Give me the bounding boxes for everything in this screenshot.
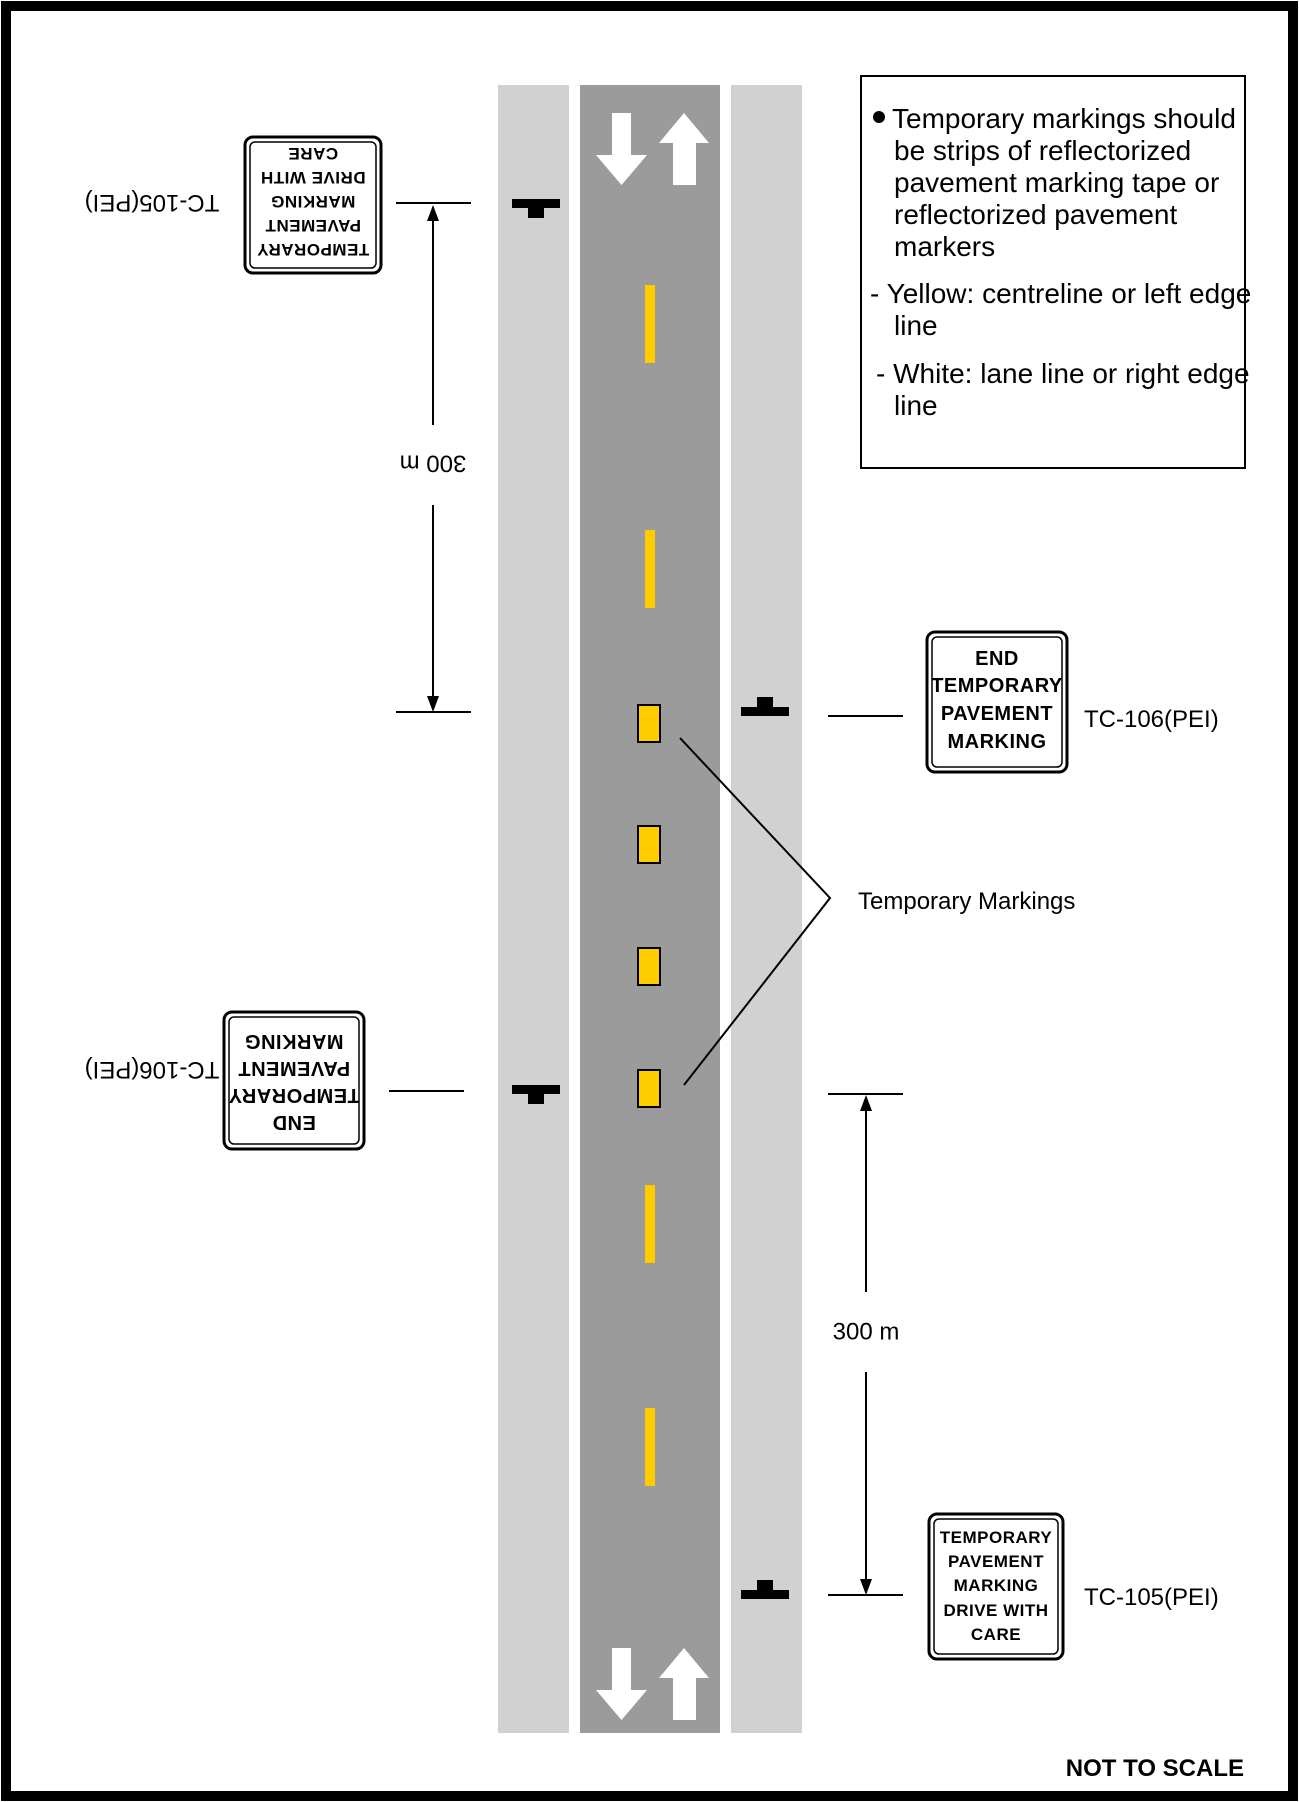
dimension-arrow-icon bbox=[427, 205, 439, 221]
sign-post-icon-right-upper bbox=[741, 697, 789, 716]
not-to-scale-label: NOT TO SCALE bbox=[1066, 1755, 1244, 1782]
note-line: reflectorized pavement bbox=[894, 199, 1177, 230]
temporary-marking bbox=[637, 947, 661, 986]
sign-line: MARKING bbox=[244, 1030, 343, 1052]
sign-right-upper: END TEMPORARY PAVEMENT MARKING bbox=[925, 630, 1069, 774]
dimension-arrow-icon bbox=[860, 1095, 872, 1111]
note-line: - White: lane line or right edge bbox=[876, 358, 1250, 389]
note-line: markers bbox=[894, 231, 995, 262]
sign-line: MARKING bbox=[954, 1576, 1039, 1595]
centreline-dash bbox=[645, 1408, 655, 1486]
sign-line: CARE bbox=[288, 144, 338, 163]
up-arrow-icon-bottom bbox=[659, 1648, 709, 1720]
centreline-dash bbox=[645, 530, 655, 608]
right-shoulder bbox=[731, 85, 802, 1733]
sign-line: DRIVE WITH bbox=[260, 168, 365, 187]
temporary-marking bbox=[637, 825, 661, 864]
up-arrow-icon-top bbox=[659, 113, 709, 185]
dimension-arrow-icon bbox=[427, 696, 439, 712]
sign-code-mid-left: TC-106(PEI) bbox=[85, 1056, 220, 1083]
sign-line: TEMPORARY bbox=[228, 1084, 360, 1106]
note-line: line bbox=[894, 310, 938, 341]
down-arrow-icon-top bbox=[596, 113, 647, 185]
centreline-dash bbox=[645, 285, 655, 363]
sign-line: END bbox=[975, 648, 1019, 670]
left-shoulder bbox=[498, 85, 569, 1733]
note-line: be strips of reflectorized bbox=[894, 135, 1191, 166]
down-arrow-icon-bottom bbox=[596, 1648, 647, 1720]
sign-plate bbox=[925, 630, 1069, 774]
sign-line: DRIVE WITH bbox=[943, 1601, 1048, 1620]
sign-line: PAVEMENT bbox=[238, 1057, 350, 1079]
dimension-arrow-icon bbox=[860, 1579, 872, 1595]
sign-post-icon-top-left bbox=[512, 199, 560, 218]
notes-frame bbox=[860, 75, 1246, 469]
sign-line: TEMPORARY bbox=[940, 1528, 1053, 1547]
sign-code-top-left: TC-105(PEI) bbox=[85, 189, 220, 216]
notes-box: Temporary markings should be strips of r… bbox=[860, 75, 1251, 469]
temporary-marking bbox=[637, 1069, 661, 1108]
sign-code-bottom-right: TC-105(PEI) bbox=[1084, 1584, 1219, 1611]
sign-line: MARKING bbox=[947, 731, 1046, 753]
sign-line: TEMPORARY bbox=[931, 675, 1063, 697]
sign-top-left: TEMPORARY PAVEMENT MARKING DRIVE WITH CA… bbox=[243, 135, 383, 275]
bullet-icon bbox=[873, 111, 885, 123]
sign-mid-left: END TEMPORARY PAVEMENT MARKING bbox=[222, 1010, 366, 1151]
sign-line: END bbox=[272, 1111, 316, 1133]
sign-line: MARKING bbox=[271, 192, 356, 211]
note-line: - Yellow: centreline or left edge bbox=[870, 278, 1251, 309]
sign-line: PAVEMENT bbox=[265, 216, 361, 235]
dimension-label-upper: 300 m bbox=[400, 450, 467, 477]
sign-line: PAVEMENT bbox=[948, 1552, 1044, 1571]
temporary-marking bbox=[637, 704, 661, 743]
sign-line: TEMPORARY bbox=[257, 240, 370, 259]
note-line: pavement marking tape or bbox=[894, 167, 1219, 198]
sign-code-right-upper: TC-106(PEI) bbox=[1084, 706, 1219, 733]
sign-post-icon-bottom-right bbox=[741, 1580, 789, 1599]
sign-line: PAVEMENT bbox=[941, 703, 1053, 725]
sign-line: CARE bbox=[971, 1625, 1021, 1644]
centreline-dash bbox=[645, 1185, 655, 1263]
sign-plate bbox=[243, 135, 383, 275]
callout-leader bbox=[679, 737, 832, 1086]
sign-post-icon-mid-left bbox=[512, 1085, 560, 1104]
sign-bottom-right: TEMPORARY PAVEMENT MARKING DRIVE WITH CA… bbox=[927, 1512, 1065, 1661]
note-line: Temporary markings should bbox=[892, 103, 1236, 134]
dimension-label-lower: 300 m bbox=[833, 1318, 900, 1345]
note-line: line bbox=[894, 390, 938, 421]
sign-plate bbox=[927, 1512, 1065, 1661]
sign-plate bbox=[222, 1010, 366, 1151]
callout-label: Temporary Markings bbox=[858, 888, 1075, 915]
